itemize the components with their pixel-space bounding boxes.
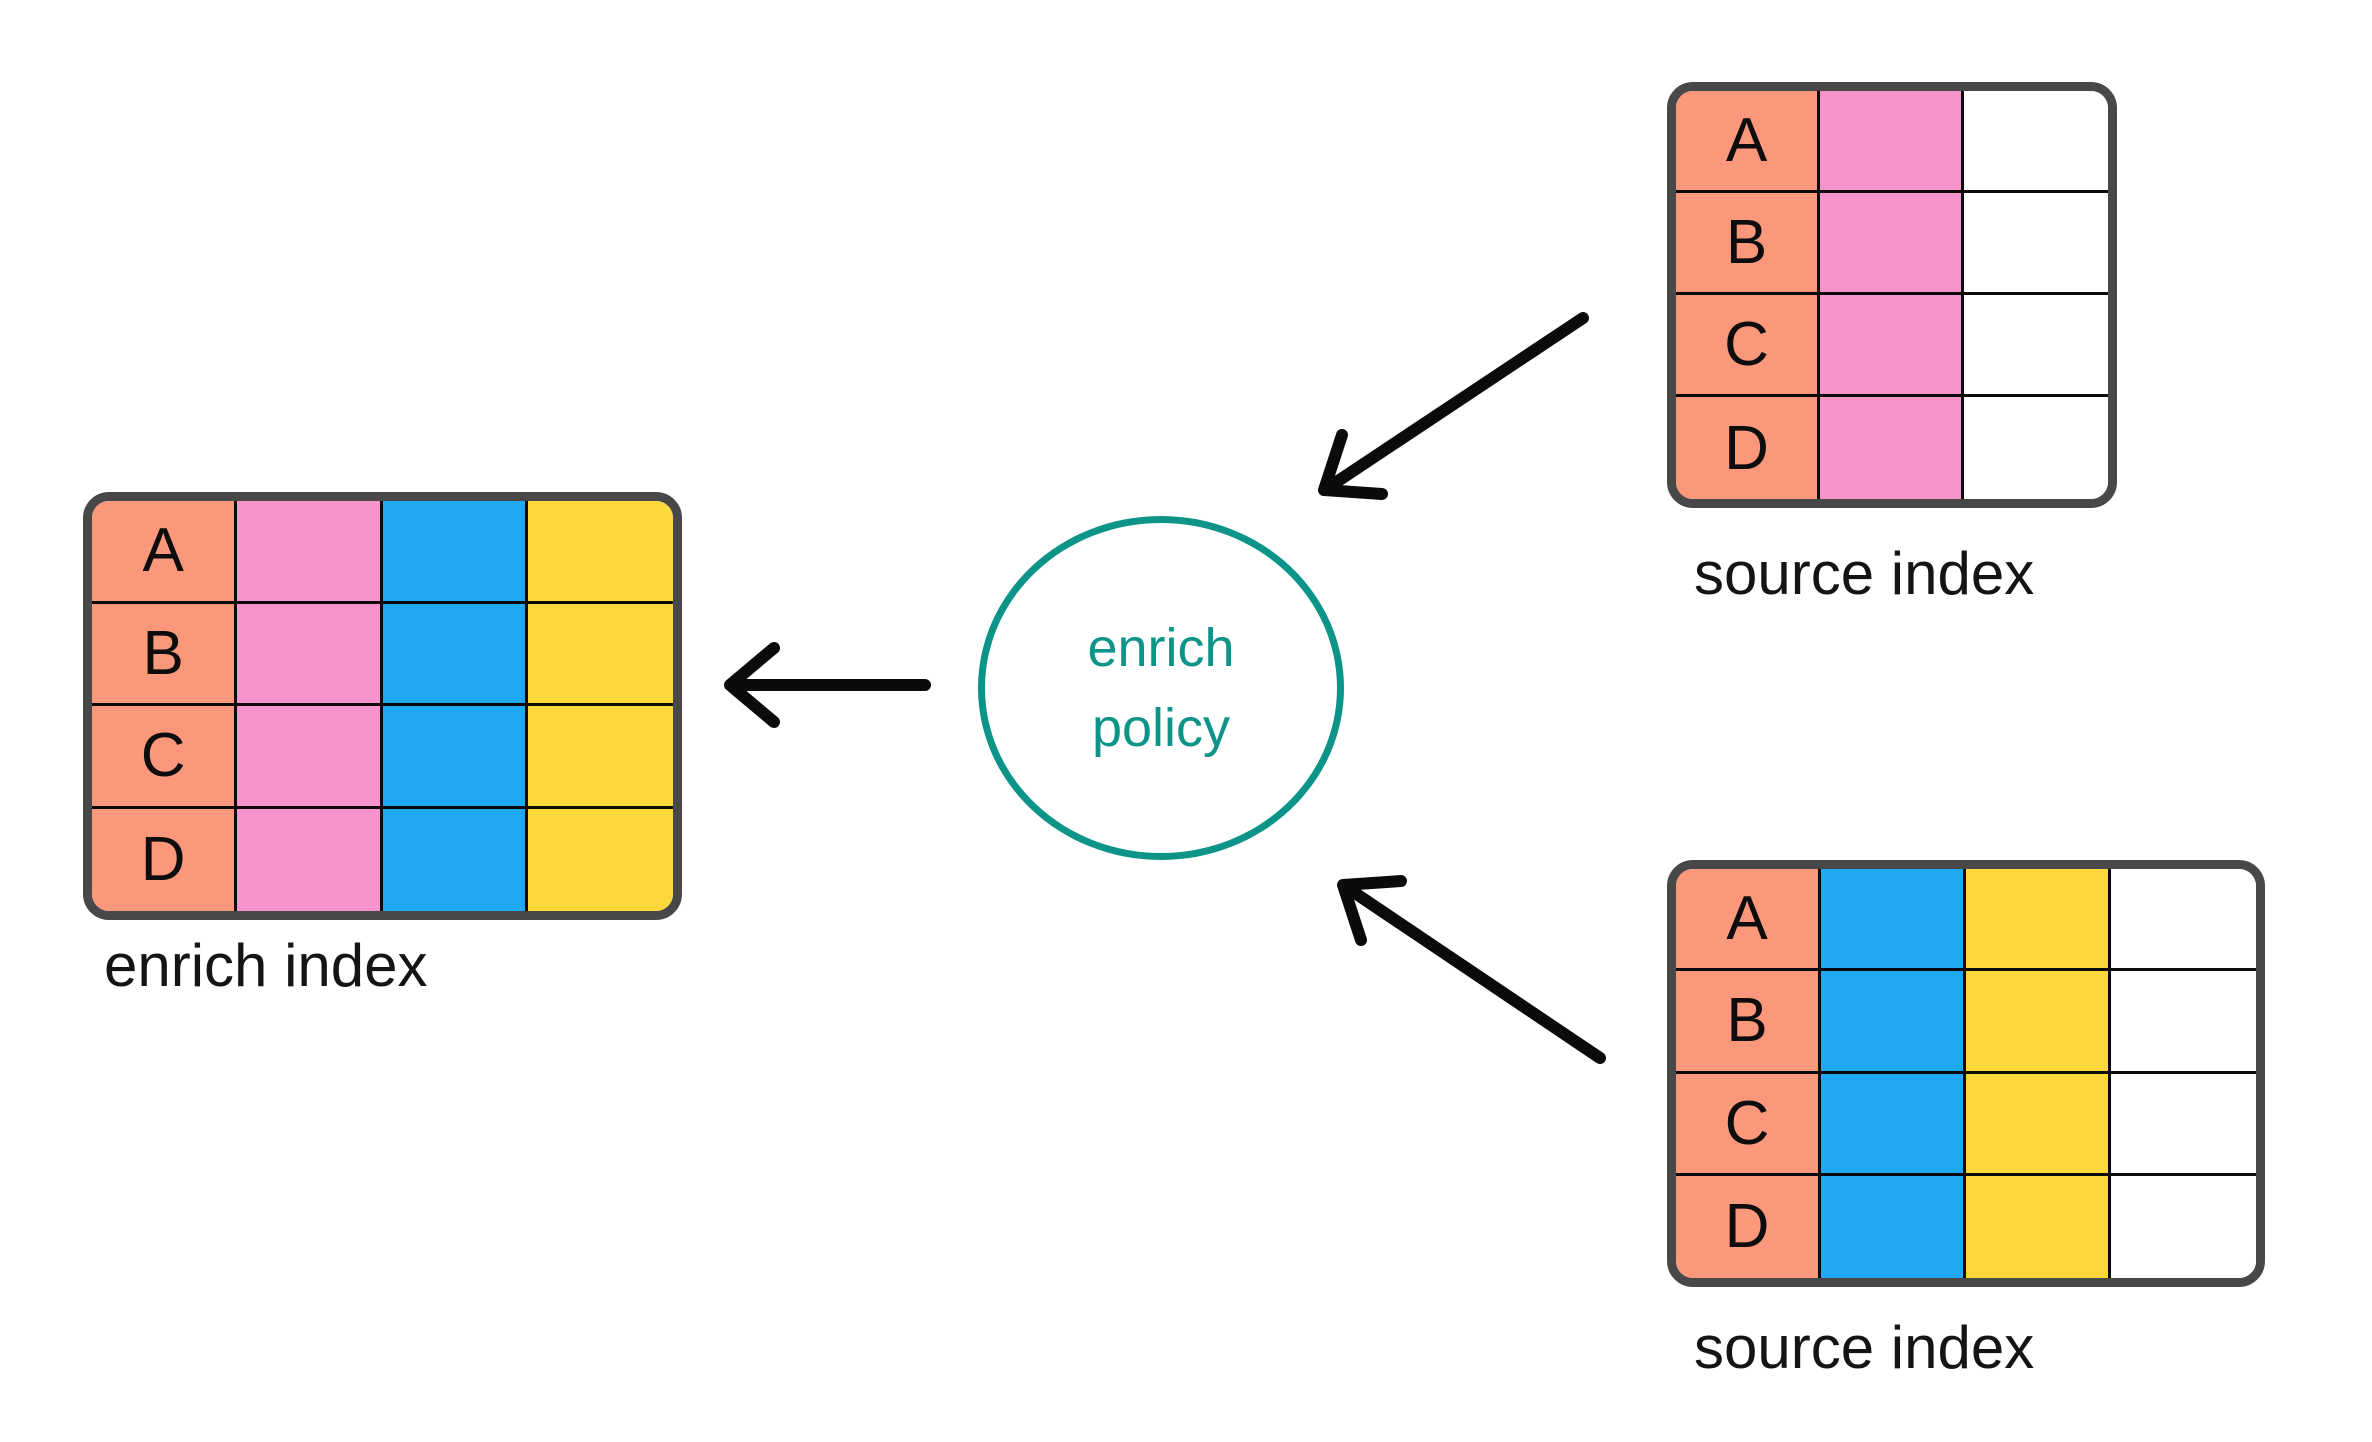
row-key-cell: A <box>92 501 238 604</box>
value-cell <box>382 706 528 809</box>
value-cell <box>237 808 383 911</box>
value-cell <box>2111 971 2256 1074</box>
row-key-cell: C <box>92 706 238 809</box>
value-cell <box>527 706 673 809</box>
value-cell <box>1821 971 1966 1074</box>
value-cell <box>1966 1175 2111 1278</box>
value-cell <box>2111 869 2256 972</box>
row-key-cell: D <box>1676 397 1820 499</box>
value-cell <box>1820 91 1964 193</box>
value-cell <box>237 706 383 809</box>
source-index-label-bottom: source index <box>1694 1314 2035 1381</box>
row-key-cell: B <box>1676 193 1820 295</box>
value-cell <box>1966 1073 2111 1176</box>
row-key-cell: D <box>1676 1175 1821 1278</box>
value-cell <box>2111 1073 2256 1176</box>
value-cell <box>382 808 528 911</box>
value-cell <box>1820 397 1964 499</box>
row-key-cell: B <box>1676 971 1821 1074</box>
value-cell <box>2111 1175 2256 1278</box>
value-cell <box>527 501 673 604</box>
value-cell <box>382 603 528 706</box>
arrow-policy-to-enrich-index <box>724 642 931 728</box>
enrich-policy-circle: enrich policy <box>978 516 1344 860</box>
value-cell <box>237 603 383 706</box>
row-key-cell: D <box>92 808 238 911</box>
value-cell <box>1966 971 2111 1074</box>
row-key-cell: C <box>1676 1073 1821 1176</box>
value-cell <box>1964 91 2108 193</box>
value-cell <box>1964 193 2108 295</box>
enrich-policy-text-line2: policy <box>1091 698 1231 758</box>
enrich-policy-text-line1: enrich <box>1087 618 1235 678</box>
value-cell <box>527 808 673 911</box>
value-cell <box>527 603 673 706</box>
source-index-label-top: source index <box>1694 540 2035 607</box>
value-cell <box>1821 1073 1966 1176</box>
row-key-cell: B <box>92 603 238 706</box>
value-cell <box>1820 193 1964 295</box>
enrich-index-label: enrich index <box>104 932 428 999</box>
arrow-top-source-to-policy <box>1318 312 1589 500</box>
value-cell <box>1821 1175 1966 1278</box>
value-cell <box>1966 869 2111 972</box>
value-cell <box>1964 397 2108 499</box>
value-cell <box>1821 869 1966 972</box>
row-key-cell: A <box>1676 869 1821 972</box>
row-key-cell: A <box>1676 91 1820 193</box>
value-cell <box>1964 295 2108 397</box>
value-cell <box>237 501 383 604</box>
arrow-bottom-source-to-policy <box>1337 875 1606 1064</box>
row-key-cell: C <box>1676 295 1820 397</box>
value-cell <box>1820 295 1964 397</box>
value-cell <box>382 501 528 604</box>
